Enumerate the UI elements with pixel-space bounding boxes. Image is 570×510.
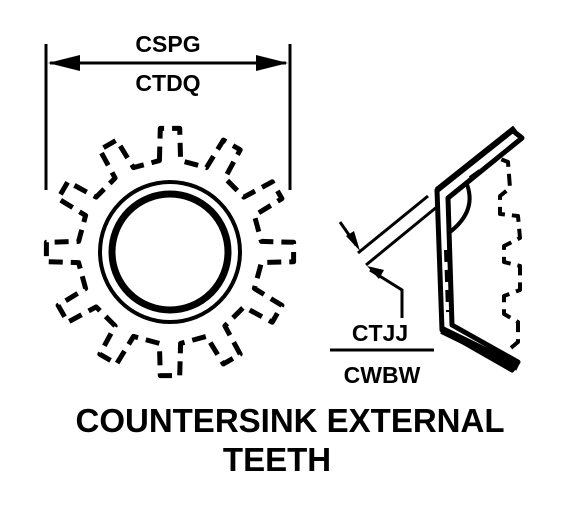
top-dimension: CSPG CTDQ: [44, 31, 292, 190]
side-view-hidden-teeth: [468, 156, 522, 354]
washer-inner-ring: [108, 190, 232, 314]
dimension-top-upper-label: CSPG: [135, 31, 200, 57]
side-view: [434, 125, 525, 373]
thickness-arrowhead-top: [346, 231, 360, 251]
side-view-edge-bottom: [440, 326, 520, 371]
washer-teeth-outline: [43, 125, 297, 379]
dimension-top-lower-label: CTDQ: [135, 70, 200, 96]
thickness-dimension: CTJJ CWBW: [330, 194, 439, 388]
arrowhead-left: [48, 55, 80, 71]
dimension-thickness-upper-label: CTJJ: [352, 320, 408, 346]
dimension-thickness-lower-label: CWBW: [344, 362, 421, 388]
front-view: [43, 125, 297, 379]
washer-outer-ring: [98, 180, 242, 324]
title-line-1: COUNTERSINK EXTERNAL: [75, 402, 504, 439]
side-view-bore-line: [444, 249, 450, 313]
thickness-arrowhead-bottom: [367, 266, 384, 279]
title-line-2: TEETH: [223, 441, 331, 478]
side-view-edge-top: [435, 125, 517, 193]
thickness-extension-line-1: [357, 194, 429, 255]
arrowhead-right: [256, 55, 288, 71]
side-view-countersink-curve: [448, 181, 472, 234]
thickness-extension-line-2: [365, 204, 439, 267]
thickness-leader-bottom: [369, 268, 404, 318]
